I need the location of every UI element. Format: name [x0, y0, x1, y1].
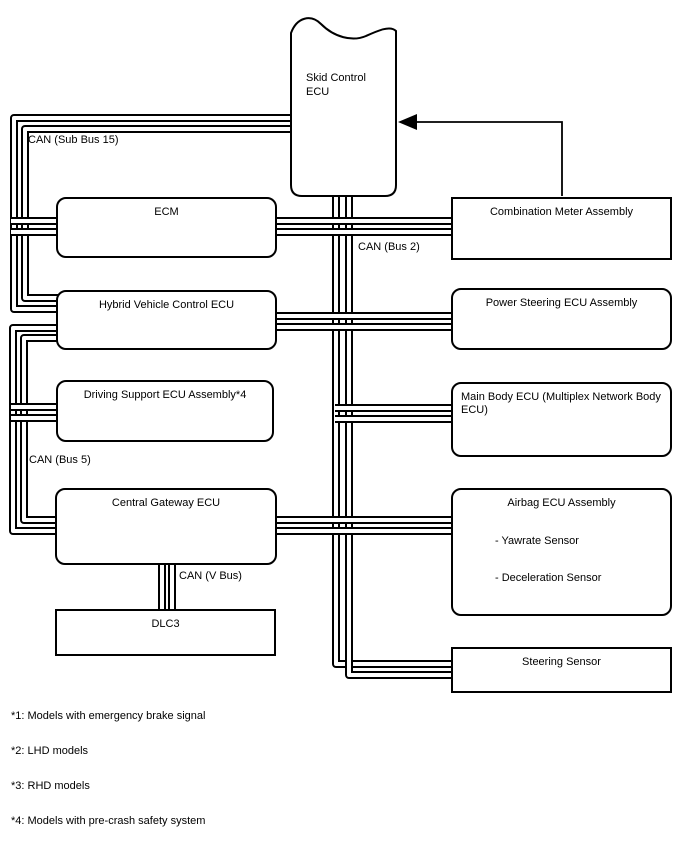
node-combination-meter: Combination Meter Assembly — [451, 197, 672, 260]
driving-support-branch — [11, 407, 58, 418]
airbag-ecu-title: Airbag ECU Assembly — [507, 497, 616, 509]
can-bus-5-loop — [13, 328, 57, 531]
node-airbag-ecu: Airbag ECU Assembly - Yawrate Sensor - D… — [451, 488, 672, 616]
footnotes: *1: Models with emergency brake signal *… — [11, 711, 205, 851]
node-skid-control-shape — [290, 17, 397, 197]
footnote-4: *4: Models with pre-crash safety system — [11, 815, 206, 827]
ecm-branch — [11, 221, 58, 232]
bus-label-can-sub-bus-15: CAN (Sub Bus 15) — [28, 134, 119, 146]
node-main-body-ecu: Main Body ECU (Multiplex Network Body EC… — [451, 382, 672, 457]
airbag-gateway-branch — [276, 520, 452, 531]
node-power-steering-ecu: Power Steering ECU Assembly — [451, 288, 672, 350]
node-driving-support-ecu: Driving Support ECU Assembly*4 — [56, 380, 274, 442]
footnote-2: *2: LHD models — [11, 745, 89, 757]
footnote-1: *1: Models with emergency brake signal — [11, 710, 206, 722]
node-hybrid-vehicle-control-ecu: Hybrid Vehicle Control ECU — [56, 290, 277, 350]
arrowhead-left-icon — [398, 114, 417, 130]
hybrid-power-steering-branch — [276, 316, 452, 327]
main-bus-trunk — [336, 194, 452, 675]
airbag-sensor-deceleration: - Deceleration Sensor — [495, 572, 602, 584]
footnote-3: *3: RHD models — [11, 780, 90, 792]
bus-label-can-v-bus: CAN (V Bus) — [179, 570, 242, 582]
node-steering-sensor: Steering Sensor — [451, 647, 672, 693]
meter-to-skid-arrow — [398, 114, 563, 196]
can-bus-2-branch — [276, 221, 452, 232]
can-v-bus-branch — [162, 563, 172, 611]
node-ecm: ECM — [56, 197, 277, 258]
bus-label-can-bus-5: CAN (Bus 5) — [29, 454, 91, 466]
airbag-sensor-yawrate: - Yawrate Sensor — [495, 535, 579, 547]
node-skid-control-label: Skid Control ECU — [306, 72, 366, 98]
node-dlc3: DLC3 — [55, 609, 276, 656]
bus-label-can-bus-2: CAN (Bus 2) — [358, 241, 420, 253]
node-central-gateway-ecu: Central Gateway ECU — [55, 488, 277, 565]
